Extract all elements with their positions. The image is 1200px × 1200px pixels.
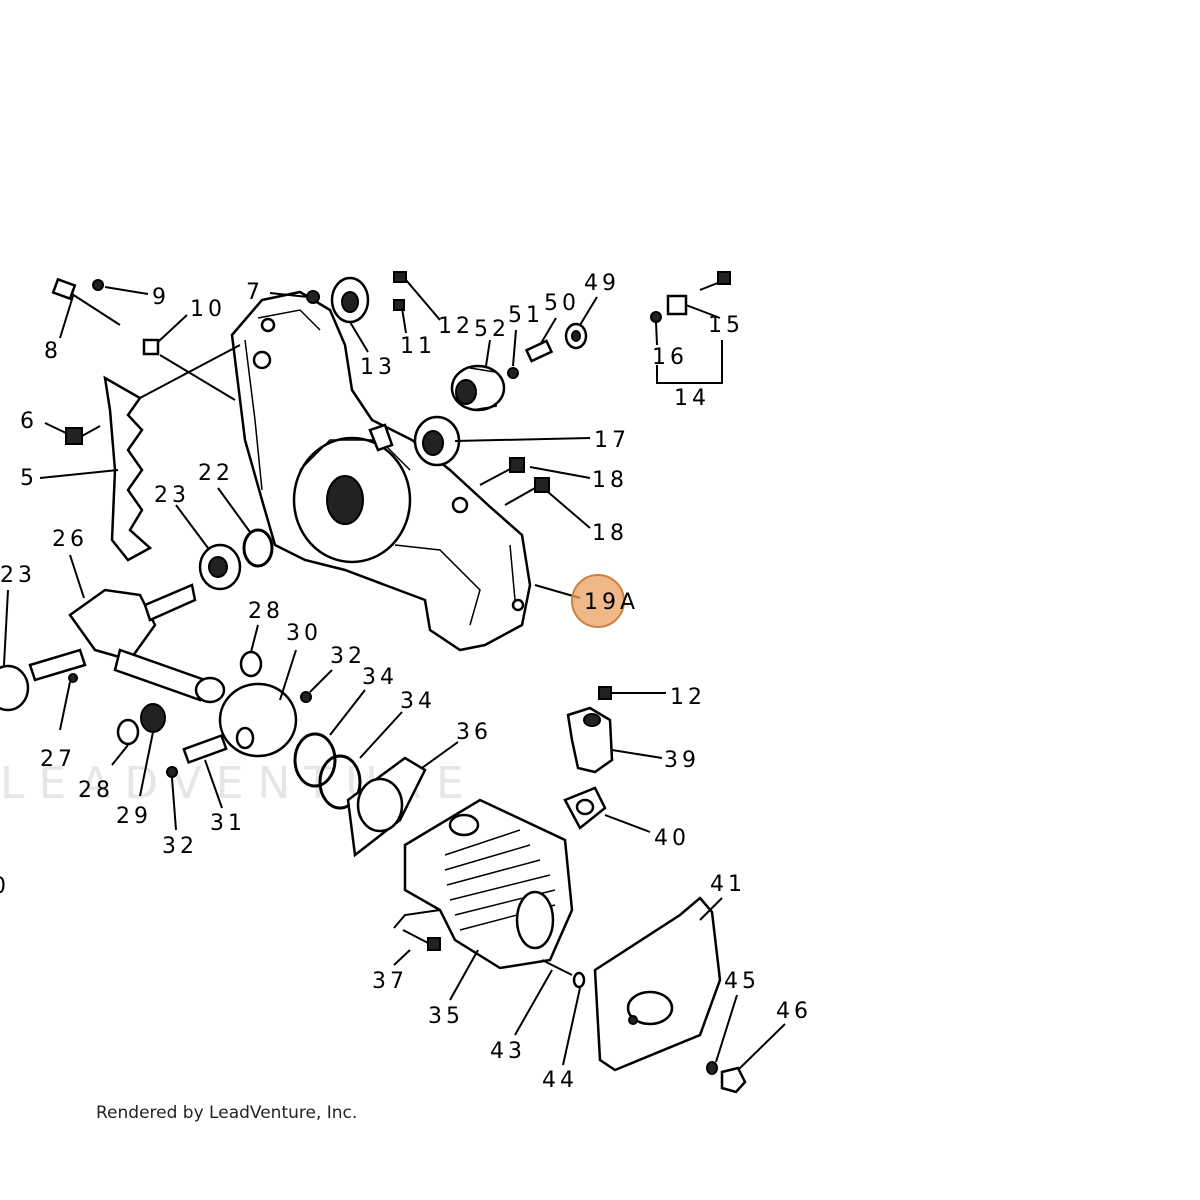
callout[interactable]: 36 — [456, 720, 492, 745]
intake-39 — [566, 706, 614, 774]
stud-43 — [541, 959, 573, 976]
render-credit: Rendered by LeadVenture, Inc. — [96, 1103, 358, 1123]
pin-10 — [142, 338, 160, 356]
callout[interactable]: 34 — [362, 665, 398, 690]
callout[interactable]: 16 — [652, 345, 688, 370]
guide-plate — [103, 375, 153, 562]
callout[interactable]: 10 — [190, 297, 226, 322]
callout[interactable]: 18 — [592, 521, 628, 546]
callout[interactable]: 27 — [40, 747, 76, 772]
ring-34-b — [318, 754, 362, 810]
spool-13 — [330, 276, 370, 324]
leader-lines — [3, 279, 786, 1071]
washer-44 — [572, 971, 586, 989]
bearing-17 — [413, 415, 461, 467]
piston-30 — [218, 682, 298, 758]
cylinder-35 — [403, 798, 574, 970]
pin-31 — [182, 733, 228, 765]
screw-12-lower — [598, 686, 612, 700]
callout[interactable]: 19A — [584, 590, 639, 615]
screw-8 — [51, 277, 121, 326]
bolt-6 — [65, 425, 101, 445]
callout[interactable]: 15 — [708, 313, 744, 338]
callout[interactable]: 28 — [248, 599, 284, 624]
bearing-23 — [198, 543, 242, 591]
callout[interactable]: 6 — [20, 409, 38, 434]
washer-16 — [650, 311, 662, 323]
callout[interactable]: 44 — [542, 1068, 578, 1093]
callout[interactable]: 5 — [20, 466, 38, 491]
callout[interactable]: 49 — [584, 271, 620, 296]
bolt-37 — [402, 929, 441, 951]
callout[interactable]: 9 — [152, 285, 170, 310]
callout[interactable]: 12 — [670, 685, 706, 710]
callout[interactable]: 46 — [776, 999, 812, 1024]
clip-32-lower — [166, 766, 178, 778]
callout[interactable]: 13 — [360, 355, 396, 380]
bolts-18 — [479, 457, 550, 506]
callout[interactable]: 30 — [286, 621, 322, 646]
callout[interactable]: 37 — [372, 969, 408, 994]
oil-pump-52 — [450, 364, 506, 412]
plug-14 — [666, 294, 688, 316]
bearing-23-left — [0, 664, 30, 712]
nut-7 — [306, 290, 320, 304]
highlight-marker[interactable] — [571, 574, 625, 628]
washer-28-lower — [116, 718, 140, 746]
callout[interactable]: 28 — [78, 778, 114, 803]
callout[interactable]: 35 — [428, 1004, 464, 1029]
nut-46 — [720, 1066, 747, 1094]
washer-45 — [706, 1061, 718, 1075]
callout[interactable]: 12 — [438, 314, 474, 339]
callout[interactable]: 29 — [116, 804, 152, 829]
bearing-29 — [140, 703, 166, 733]
crankshaft-26 — [28, 583, 226, 704]
callout[interactable]: 11 — [400, 334, 436, 359]
pin-50 — [524, 339, 554, 363]
washer-28 — [239, 650, 263, 678]
ring-34-a — [293, 732, 337, 788]
callout[interactable]: 45 — [724, 969, 760, 994]
crankcase-body — [230, 290, 532, 652]
callout[interactable]: 0 — [0, 874, 10, 899]
callout[interactable]: 23 — [0, 563, 36, 588]
callouts: 9 10 8 7 13 11 12 52 51 50 49 16 15 14 6… — [0, 271, 812, 1093]
screw-12 — [393, 271, 407, 283]
gasket-36 — [346, 756, 427, 858]
callout[interactable]: 32 — [162, 834, 198, 859]
callout[interactable]: 43 — [490, 1039, 526, 1064]
gasket-40 — [563, 786, 607, 830]
key-27 — [68, 673, 78, 683]
callout[interactable]: 32 — [330, 644, 366, 669]
callout[interactable]: 52 — [474, 317, 510, 342]
seal-51 — [507, 367, 519, 379]
callout[interactable]: 39 — [664, 748, 700, 773]
screw-11 — [393, 299, 405, 311]
callout[interactable]: 17 — [594, 428, 630, 453]
clip-32 — [300, 691, 312, 703]
callout[interactable]: 51 — [508, 303, 544, 328]
callout[interactable]: 31 — [210, 811, 246, 836]
callout[interactable]: 34 — [400, 689, 436, 714]
callout[interactable]: 8 — [44, 339, 62, 364]
nut-9 — [92, 279, 104, 291]
callout[interactable]: 50 — [544, 291, 580, 316]
callout[interactable]: 26 — [52, 527, 88, 552]
callout[interactable]: 40 — [654, 826, 690, 851]
callout[interactable]: 23 — [154, 483, 190, 508]
callout[interactable]: 14 — [674, 386, 710, 411]
callout[interactable]: 18 — [592, 468, 628, 493]
cover-41 — [593, 896, 722, 1072]
callout[interactable]: 22 — [198, 461, 234, 486]
callout[interactable]: 7 — [246, 280, 264, 305]
ring-22 — [242, 528, 274, 568]
callout[interactable]: 41 — [710, 872, 746, 897]
